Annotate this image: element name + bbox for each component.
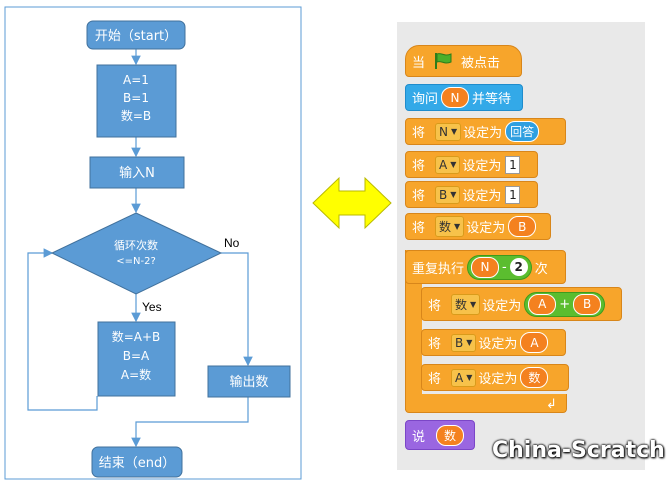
var-name: B bbox=[439, 187, 448, 202]
loop-arrow-icon: ↲ bbox=[546, 397, 557, 412]
var-name: 数 bbox=[439, 220, 452, 234]
minus-sign: - bbox=[502, 259, 507, 275]
say-block[interactable]: 说 数 bbox=[405, 420, 475, 450]
to-text: 设定为 bbox=[462, 189, 502, 204]
ask-text: 询问 bbox=[412, 92, 439, 107]
to-text: 设定为 bbox=[463, 126, 503, 141]
set-shu-block[interactable]: 将 数▼ 设定为 B bbox=[405, 213, 551, 240]
set-n-block[interactable]: 将 N▼ 设定为 回答 bbox=[405, 118, 566, 145]
set-text: 将 bbox=[412, 159, 426, 174]
loop-line-3: A=数 bbox=[121, 367, 151, 382]
times-text: 次 bbox=[534, 261, 548, 277]
var-reporter-shu[interactable]: 数 bbox=[520, 367, 549, 388]
var-dropdown[interactable]: B▼ bbox=[435, 185, 461, 204]
var-reporter-n[interactable]: N bbox=[471, 256, 500, 278]
yes-label: Yes bbox=[142, 300, 162, 314]
plus-sign: + bbox=[559, 296, 571, 312]
loop-line-2: B=A bbox=[123, 349, 150, 363]
dropdown-arrow-icon: ▼ bbox=[451, 127, 458, 136]
init-line-1: A=1 bbox=[123, 73, 149, 87]
clicked-text: 被点击 bbox=[461, 55, 501, 71]
dropdown-arrow-icon: ▼ bbox=[454, 222, 461, 231]
no-label: No bbox=[224, 236, 240, 250]
watermark: China-Scratch bbox=[492, 438, 665, 463]
to-text: 设定为 bbox=[482, 298, 522, 314]
var-dropdown[interactable]: A▼ bbox=[451, 368, 477, 387]
dropdown-arrow-icon: ▼ bbox=[450, 160, 457, 169]
wait-text: 并等待 bbox=[472, 92, 512, 107]
when-text: 当 bbox=[412, 55, 426, 71]
number-input[interactable]: 2 bbox=[509, 258, 528, 276]
dropdown-arrow-icon: ▼ bbox=[466, 373, 473, 382]
var-name: N bbox=[439, 124, 448, 139]
decision-line-2: <=N-2? bbox=[116, 256, 156, 267]
var-reporter-a[interactable]: A bbox=[520, 332, 549, 353]
to-text: 设定为 bbox=[478, 372, 518, 387]
repeat-foot bbox=[405, 394, 567, 413]
say-text: 说 bbox=[412, 429, 426, 445]
var-name: B bbox=[455, 335, 464, 350]
loop-line-1: 数=A+B bbox=[112, 329, 161, 344]
input-text: 输入N bbox=[119, 165, 155, 181]
var-reporter-shu[interactable]: 数 bbox=[436, 424, 465, 446]
set-b-block[interactable]: 将 B▼ 设定为 1 bbox=[405, 181, 538, 208]
flowchart-frame bbox=[4, 6, 302, 480]
start-node bbox=[86, 20, 186, 50]
var-dropdown[interactable]: 数▼ bbox=[435, 216, 465, 237]
output-text: 输出数 bbox=[229, 374, 268, 390]
dropdown-arrow-icon: ▼ bbox=[470, 299, 477, 309]
set-text: 将 bbox=[412, 189, 426, 204]
flow-connectors bbox=[27, 49, 253, 448]
init-node bbox=[96, 64, 177, 138]
var-name: A bbox=[455, 370, 464, 385]
set-a-to-shu-block[interactable]: 将 A▼ 设定为 数 bbox=[421, 364, 569, 391]
set-b-to-a-block[interactable]: 将 B▼ 设定为 A bbox=[421, 329, 566, 356]
start-text: 开始（start） bbox=[95, 29, 177, 44]
decision-node bbox=[50, 212, 223, 295]
output-node bbox=[207, 365, 291, 398]
answer-reporter[interactable]: 回答 bbox=[505, 121, 540, 142]
var-dropdown[interactable]: 数▼ bbox=[451, 293, 481, 315]
subtract-operator[interactable]: N - 2 bbox=[467, 254, 532, 280]
set-text: 将 bbox=[428, 298, 442, 314]
add-operator[interactable]: A + B bbox=[524, 291, 606, 317]
loop-body-node bbox=[97, 321, 176, 397]
init-line-3: 数=B bbox=[121, 108, 151, 123]
ask-var-n[interactable]: N bbox=[441, 87, 470, 108]
end-node bbox=[91, 446, 183, 478]
var-dropdown[interactable]: N▼ bbox=[435, 122, 462, 141]
set-text: 将 bbox=[428, 372, 442, 387]
dropdown-arrow-icon: ▼ bbox=[450, 190, 457, 199]
repeat-text: 重复执行 bbox=[412, 261, 465, 277]
var-name: 数 bbox=[455, 297, 468, 312]
var-name: A bbox=[439, 157, 448, 172]
init-line-2: B=1 bbox=[123, 91, 149, 105]
repeat-arm bbox=[405, 250, 422, 410]
set-a-block[interactable]: 将 A▼ 设定为 1 bbox=[405, 151, 538, 178]
repeat-block[interactable]: 重复执行 N - 2 次 bbox=[405, 250, 566, 284]
decision-line-1: 循环次数 bbox=[114, 238, 158, 252]
input-node bbox=[89, 156, 185, 189]
ask-and-wait-block[interactable]: 询问 N 并等待 bbox=[405, 84, 523, 111]
set-shu-sum-block[interactable]: 将 数▼ 设定为 A + B bbox=[421, 287, 622, 321]
set-text: 将 bbox=[428, 337, 442, 352]
set-text: 将 bbox=[412, 126, 426, 141]
to-text: 设定为 bbox=[466, 221, 506, 236]
var-dropdown[interactable]: B▼ bbox=[451, 333, 477, 352]
double-arrow-icon bbox=[312, 176, 392, 230]
var-reporter-a[interactable]: A bbox=[528, 293, 557, 315]
value-input[interactable]: 1 bbox=[505, 155, 521, 174]
when-flag-clicked-block[interactable]: 当 被点击 bbox=[405, 45, 522, 77]
green-flag-icon bbox=[435, 53, 452, 69]
var-reporter-b[interactable]: B bbox=[573, 293, 602, 315]
set-text: 将 bbox=[412, 221, 426, 236]
var-reporter-b[interactable]: B bbox=[508, 216, 537, 237]
value-input[interactable]: 1 bbox=[505, 185, 521, 204]
var-dropdown[interactable]: A▼ bbox=[435, 155, 461, 174]
to-text: 设定为 bbox=[462, 159, 502, 174]
dropdown-arrow-icon: ▼ bbox=[466, 338, 473, 347]
to-text: 设定为 bbox=[478, 337, 518, 352]
end-text: 结束（end） bbox=[99, 456, 176, 471]
